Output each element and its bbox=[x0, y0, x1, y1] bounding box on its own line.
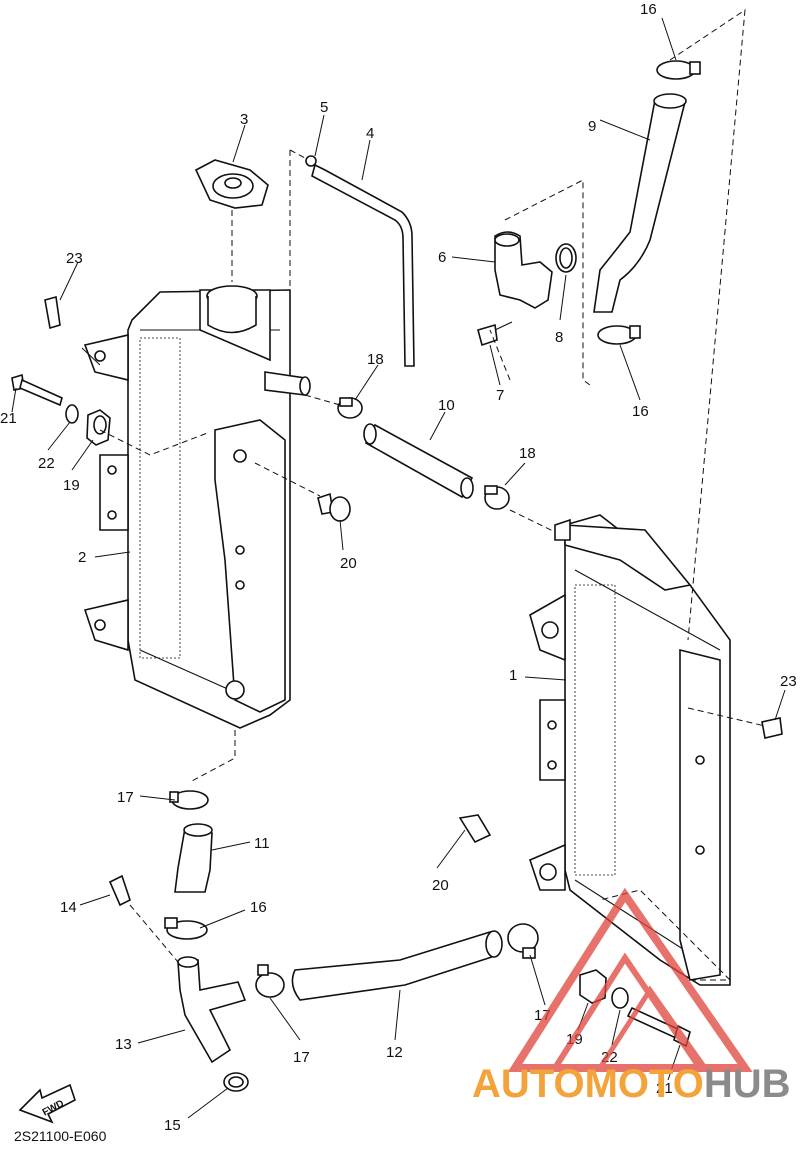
clamp-18-b bbox=[484, 485, 510, 510]
callout-7: 7 bbox=[496, 387, 504, 404]
hose-9 bbox=[593, 93, 687, 313]
hose-12 bbox=[291, 930, 503, 1001]
callout-2: 2 bbox=[78, 549, 86, 566]
callout-4: 4 bbox=[366, 125, 374, 142]
callout-22-left: 22 bbox=[38, 455, 55, 472]
watermark-logo-icon bbox=[507, 887, 753, 1072]
callout-18-a: 18 bbox=[367, 351, 384, 368]
diagram-code: 2S21100-E060 bbox=[14, 1128, 107, 1144]
grommet-19-left bbox=[86, 409, 111, 446]
callout-21-right: 21 bbox=[656, 1080, 673, 1097]
washer-22-left bbox=[65, 404, 79, 424]
water-pipe bbox=[477, 231, 577, 347]
callout-9: 9 bbox=[588, 118, 596, 135]
hose-10 bbox=[363, 423, 474, 499]
watermark-text: AUTOMOTOHUB bbox=[472, 1062, 791, 1107]
callout-23-left: 23 bbox=[66, 250, 83, 267]
fwd-arrow-icon: FWD bbox=[18, 1083, 76, 1124]
collar-20-right bbox=[458, 814, 492, 844]
callout-20-left: 20 bbox=[340, 555, 357, 572]
clamp-16-low bbox=[164, 917, 208, 940]
clamp-16-top bbox=[656, 60, 701, 80]
clamp-17-left bbox=[169, 790, 209, 810]
hose-11 bbox=[174, 823, 213, 893]
callout-16-low: 16 bbox=[250, 899, 267, 916]
callout-23-right: 23 bbox=[780, 673, 797, 690]
bolt-14 bbox=[108, 874, 131, 907]
callout-8: 8 bbox=[555, 329, 563, 346]
watermark-part1: AUTOMOTO bbox=[472, 1062, 704, 1106]
callout-3: 3 bbox=[240, 111, 248, 128]
collar-20-left bbox=[317, 492, 351, 522]
clamp-17-right bbox=[507, 923, 539, 959]
clamp-18-a bbox=[337, 397, 363, 419]
clamp-17-mid bbox=[255, 964, 285, 998]
leader-lines bbox=[11, 17, 786, 1119]
bolt-23-right bbox=[761, 717, 783, 739]
callout-16-mid: 16 bbox=[632, 403, 649, 420]
callout-21-left: 21 bbox=[0, 410, 17, 427]
overflow-hose bbox=[305, 155, 415, 367]
callout-6: 6 bbox=[438, 249, 446, 266]
callout-18-b: 18 bbox=[519, 445, 536, 462]
callout-15: 15 bbox=[164, 1117, 181, 1134]
callout-12: 12 bbox=[386, 1044, 403, 1061]
callout-labels: 1 2 3 4 5 6 7 8 9 10 11 12 13 14 15 16 1… bbox=[0, 1, 797, 1134]
callout-10: 10 bbox=[438, 397, 455, 414]
washer-22-right bbox=[611, 987, 629, 1009]
callout-13: 13 bbox=[115, 1036, 132, 1053]
callout-17-left: 17 bbox=[117, 789, 134, 806]
assembly-lines bbox=[99, 9, 766, 981]
callout-17-mid: 17 bbox=[293, 1049, 310, 1066]
callout-16-top: 16 bbox=[640, 1, 657, 18]
radiator-cap bbox=[194, 159, 269, 209]
callout-14: 14 bbox=[60, 899, 77, 916]
bolt-23-left bbox=[44, 295, 61, 330]
right-radiator bbox=[529, 514, 731, 986]
watermark-part2: HUB bbox=[703, 1062, 791, 1106]
bolt-21-left bbox=[11, 373, 63, 407]
callout-11: 11 bbox=[254, 835, 270, 852]
clamp-16-mid bbox=[597, 325, 641, 345]
callout-20-right: 20 bbox=[432, 877, 449, 894]
callout-19-left: 19 bbox=[63, 477, 80, 494]
left-radiator bbox=[83, 285, 311, 729]
pipe-13 bbox=[177, 956, 247, 1064]
o-ring-15 bbox=[223, 1072, 249, 1092]
callout-5: 5 bbox=[320, 99, 328, 116]
callout-1: 1 bbox=[509, 667, 517, 684]
